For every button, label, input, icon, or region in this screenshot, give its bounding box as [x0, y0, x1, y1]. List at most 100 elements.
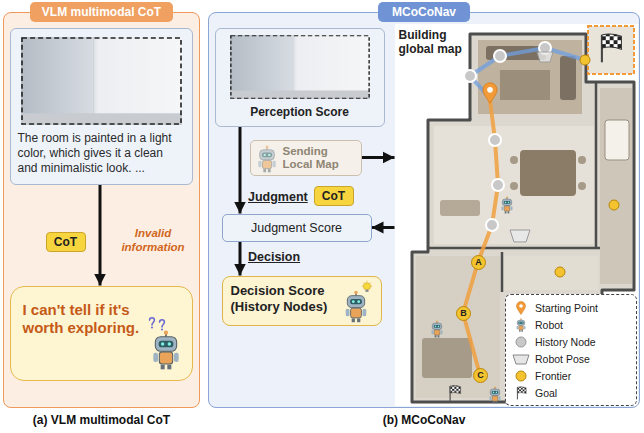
map-marker: C: [473, 368, 488, 383]
global-map: [600, 88, 632, 284]
legend-icon: [517, 318, 526, 332]
global-map: [422, 338, 472, 378]
perception-box: Perception Score: [215, 28, 385, 127]
legend-row: Starting Point: [512, 299, 630, 316]
panel-heading: VLM multimodal CoT: [30, 2, 173, 22]
node-text: Judgment Score: [229, 221, 365, 235]
global-map: [510, 156, 518, 164]
icon-illustration: [256, 145, 278, 173]
callout-note: Invalid information: [112, 226, 194, 254]
legend-icon: [512, 335, 530, 349]
icon-part: [21, 37, 182, 125]
global-map: [395, 24, 638, 406]
local-map-box: Sending Local Map: [250, 140, 362, 176]
node-text: The room is painted in a light color, wh…: [18, 131, 185, 176]
node-text: CoT: [319, 189, 349, 203]
icon-illustration: [21, 37, 182, 125]
panel: VLM multimodal CoTThe room is painted in…: [3, 12, 200, 408]
node-text: I can't tell if it's worth exploring.: [23, 301, 142, 339]
global-map: [555, 267, 565, 277]
legend-text: Frontier: [535, 370, 571, 382]
score-box: Judgment Score: [222, 214, 372, 242]
icon-part: [258, 145, 275, 172]
global-map: [489, 134, 501, 146]
node-text: Decision Score (History Nodes): [231, 283, 339, 315]
map-marker: A: [471, 255, 486, 270]
flow-arrow: [372, 226, 395, 229]
figure-caption: (a) VLM multimodal CoT: [3, 413, 200, 427]
icon-part: [230, 35, 370, 99]
legend-icon: [517, 386, 526, 399]
legend-icon: [517, 301, 526, 314]
global-map: [537, 52, 553, 62]
global-map: [395, 24, 638, 406]
global-map: [588, 26, 634, 74]
node-text: Building global map: [399, 28, 463, 57]
global-map: [520, 150, 576, 196]
global-map: [595, 82, 598, 248]
node-text: CoT: [51, 235, 81, 249]
step-label: Decision: [248, 250, 300, 264]
legend-text: Robot: [535, 319, 563, 331]
global-map: [578, 156, 586, 164]
legend-text: Goal: [535, 387, 557, 399]
legend-icon: [512, 369, 530, 383]
legend-row: Frontier: [512, 367, 630, 384]
global-map: [510, 182, 518, 190]
global-map: [560, 56, 576, 100]
global-map: [492, 179, 504, 191]
global-map: [440, 200, 480, 216]
global-map: [450, 385, 461, 400]
global-map: [580, 55, 590, 65]
legend-icon: [516, 371, 526, 381]
global-map: [605, 120, 629, 160]
global-map: [434, 126, 594, 244]
icon-part: [153, 330, 178, 369]
global-map: [578, 182, 586, 190]
node-text: Perception Score: [222, 105, 378, 120]
icon-part: [361, 280, 372, 291]
speech-bubble: I can't tell if it's worth exploring.: [10, 286, 193, 381]
figure-caption: (b) MCoCoNav: [208, 413, 640, 427]
global-map: [501, 252, 504, 292]
icon-illustration: [230, 35, 370, 99]
global-map: [609, 200, 619, 210]
global-map: [483, 83, 497, 103]
global-map: [500, 70, 550, 100]
icon-part: [345, 290, 366, 322]
panel-fill: [3, 12, 200, 408]
icon-illustration: [343, 280, 375, 324]
legend-row: Goal: [512, 384, 630, 401]
global-map: [602, 34, 622, 62]
map-marker: B: [456, 306, 471, 321]
legend-box: Starting PointRobotHistory NodeRobot Pos…: [505, 294, 637, 406]
flow-arrow: [239, 242, 242, 276]
global-map: [504, 256, 598, 290]
legend-icon: [512, 386, 530, 400]
legend-icon: [512, 301, 530, 315]
global-map: [464, 70, 476, 82]
legend-text: Starting Point: [535, 302, 598, 314]
global-map: [489, 386, 500, 403]
flow-arrow: [99, 185, 102, 286]
cot-tag: CoT: [314, 186, 354, 206]
legend-text: History Node: [535, 336, 596, 348]
node-text: Sending Local Map: [283, 145, 355, 171]
legend-icon: [516, 337, 526, 347]
panel-heading: MCoCoNav: [378, 2, 470, 22]
flow-arrow: [239, 127, 242, 214]
global-map: [469, 118, 472, 120]
legend-icon: [512, 318, 530, 332]
flow-arrow: [362, 156, 395, 159]
legend-text: Robot Pose: [535, 353, 590, 365]
step-label: Judgment: [248, 190, 308, 204]
legend-row: Robot Pose: [512, 350, 630, 367]
icon-part: [149, 317, 154, 328]
global-map: [428, 247, 600, 250]
global-map: [494, 50, 506, 62]
global-map: [431, 320, 442, 337]
panel-fill: [208, 12, 640, 408]
global-map: [416, 256, 500, 398]
decision-box: Decision Score (History Nodes): [222, 276, 382, 326]
